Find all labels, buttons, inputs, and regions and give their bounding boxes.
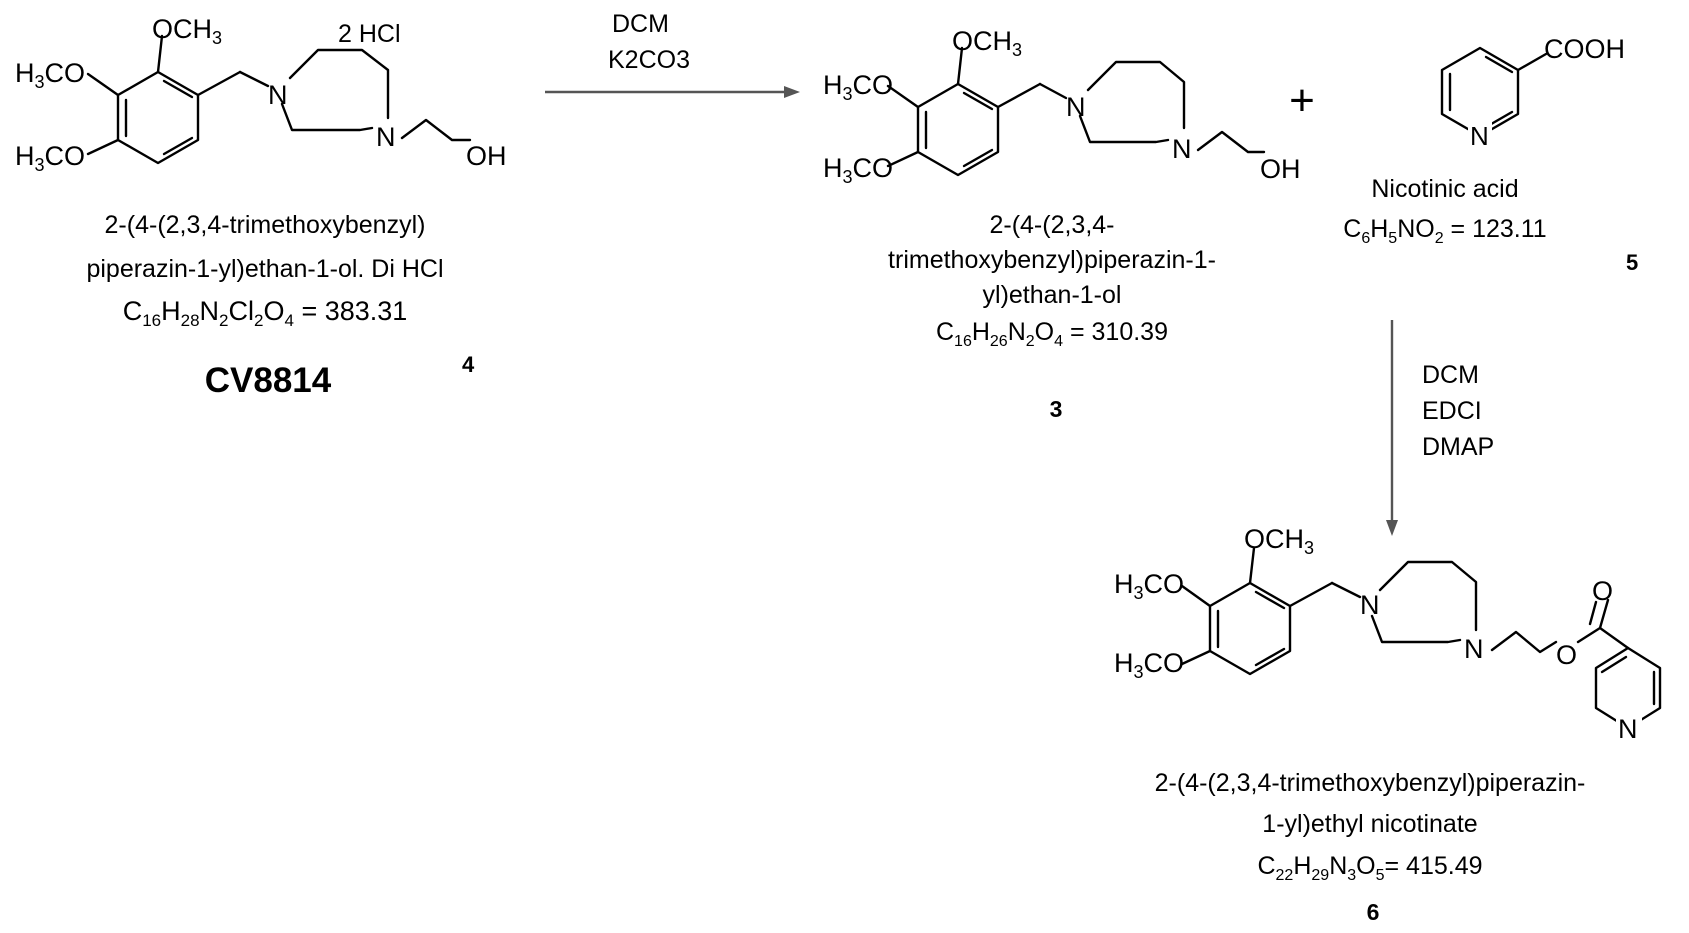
piperazine-ring [1080, 116, 1168, 142]
methoxy-label: OCH3 [1244, 524, 1314, 558]
compound-6-name-line1: 2-(4-(2,3,4-trimethoxybenzyl)piperazin- [1155, 769, 1586, 797]
reaction-arrow-step2 [1386, 320, 1398, 536]
methoxy-bond [1182, 651, 1210, 664]
methoxy-label: H3CO [1114, 569, 1184, 603]
compound-3-formula: C16H26N2O4 = 310.39 [936, 318, 1168, 350]
benzyl-bond [1290, 583, 1332, 606]
hydroxyl-label: OH [1260, 154, 1301, 184]
nitrogen-label: N [268, 80, 288, 110]
piperazine-ring [282, 104, 372, 130]
ester-bond [1600, 628, 1628, 648]
compound-3-name-line1: 2-(4-(2,3,4- [989, 211, 1114, 239]
compound-4-structure: OCH3 H3CO H3CO N N OH [15, 14, 507, 175]
reagent-label: DMAP [1422, 433, 1494, 461]
nitrogen-label: N [376, 122, 396, 152]
compound-number-5: 5 [1626, 250, 1638, 275]
methoxy-label: H3CO [823, 153, 893, 187]
methoxy-label: H3CO [15, 141, 85, 175]
benzene-ring [118, 72, 198, 163]
nitrogen-label: N [1066, 92, 1086, 122]
piperazine-ring [290, 50, 388, 118]
methoxy-bond [1182, 586, 1210, 606]
compound-code: CV8814 [205, 361, 332, 400]
compound-6-structure: OCH3 H3CO H3CO N N O O N [1114, 524, 1660, 744]
methoxy-label: H3CO [823, 70, 893, 104]
compound-number-6: 6 [1367, 899, 1380, 925]
compound-4-name-line1: 2-(4-(2,3,4-trimethoxybenzyl) [105, 211, 426, 239]
methoxy-label: OCH3 [952, 26, 1022, 60]
methoxy-bond [88, 74, 118, 95]
benzyl-bond [998, 84, 1040, 107]
compound-3-structure: OCH3 H3CO H3CO N N OH [823, 26, 1301, 187]
piperazine-ring [1380, 562, 1476, 630]
methoxy-label: H3CO [15, 58, 85, 92]
hydroxyl-label: OH [466, 141, 507, 171]
compound-4-formula: C16H28N2Cl2O4 = 383.31 [123, 296, 408, 330]
nitrogen-label: N [1464, 634, 1484, 664]
methoxy-label: OCH3 [152, 14, 222, 48]
piperazine-ring [1088, 62, 1184, 128]
ethyl-chain [1492, 632, 1556, 652]
compound-6-name-line2: 1-yl)ethyl nicotinate [1262, 810, 1477, 838]
reaction-arrow-step1 [545, 86, 800, 98]
methoxy-bond [88, 140, 118, 154]
nitrogen-label: N [1360, 590, 1380, 620]
compound-5-formula: C6H5NO2 = 123.11 [1343, 215, 1546, 247]
benzyl-bond [198, 72, 240, 95]
reagent-label: DCM [612, 10, 669, 38]
carboxyl-bond [1518, 54, 1546, 70]
compound-number-4: 4 [462, 352, 475, 377]
plus-sign: + [1289, 76, 1315, 125]
benzene-ring [1210, 583, 1290, 674]
pyridine-nitrogen-label: N [1618, 714, 1638, 744]
reagent-label: EDCI [1422, 397, 1482, 425]
benzyl-bond [1040, 84, 1066, 98]
salt-label: 2 HCl [338, 20, 401, 48]
compound-3-name-line2: trimethoxybenzyl)piperazin-1- [888, 246, 1216, 274]
pyridine-nitrogen-label: N [1470, 121, 1489, 151]
carbonyl-oxygen-label: O [1592, 576, 1613, 606]
hydroxyethyl-chain [1198, 132, 1264, 152]
compound-6-formula: C22H29N3O5= 415.49 [1257, 852, 1482, 884]
methoxy-label: H3CO [1114, 648, 1184, 682]
ester-bond [1578, 600, 1608, 642]
benzyl-bond [1332, 583, 1360, 597]
compound-4-name-line2: piperazin-1-yl)ethan-1-ol. Di HCl [86, 255, 443, 283]
nitrogen-label: N [1172, 134, 1192, 164]
reagent-label: DCM [1422, 361, 1479, 389]
compound-5-name: Nicotinic acid [1371, 175, 1518, 203]
compound-5-structure: N COOH [1442, 34, 1625, 151]
ester-oxygen-label: O [1556, 640, 1577, 670]
compound-number-3: 3 [1050, 396, 1063, 422]
compound-3-name-line3: yl)ethan-1-ol [983, 281, 1122, 309]
reagent-label: K2CO3 [608, 46, 690, 74]
benzyl-bond [240, 72, 268, 86]
hydroxyethyl-chain [402, 120, 470, 140]
piperazine-ring [1372, 616, 1460, 642]
carboxyl-label: COOH [1544, 34, 1625, 64]
benzene-ring [918, 84, 998, 175]
double-bond [1602, 657, 1626, 672]
